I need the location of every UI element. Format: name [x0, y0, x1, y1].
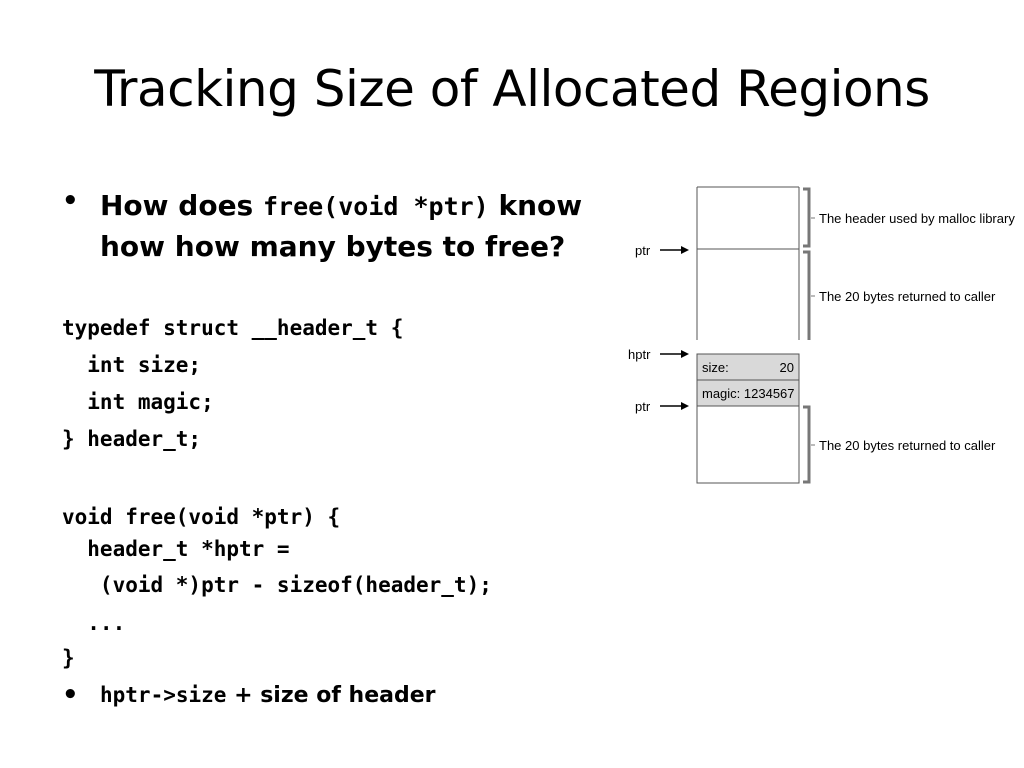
hptr-label: hptr: [628, 347, 651, 362]
top-memory-block: The header used by malloc library The 20…: [635, 186, 1015, 340]
user-data-region: [696, 405, 800, 484]
arrow-head-icon: [681, 402, 689, 410]
size-bullet-rest: + size of header: [226, 683, 436, 708]
size-bullet-code: hptr->size: [100, 683, 227, 707]
slide-title: Tracking Size of Allocated Regions: [94, 60, 930, 118]
code-line: }: [62, 646, 75, 670]
size-value: 20: [780, 360, 794, 375]
code-line: int magic;: [62, 390, 214, 414]
arrow-head-icon: [681, 246, 689, 254]
question-rest: know how how many bytes to free?: [100, 189, 583, 263]
code-line: typedef struct __header_t {: [62, 316, 404, 340]
bottom-memory-block: size: 20 magic: 1234567 The 20 bytes ret…: [628, 347, 996, 484]
magic-label: magic: 1234567: [702, 386, 795, 401]
question-bullet: • How does free(void *ptr) know how how …: [62, 186, 600, 267]
question-code: free(void *ptr): [262, 192, 489, 221]
code-line: (void *)ptr - sizeof(header_t);: [62, 573, 492, 597]
body-caption-top: The 20 bytes returned to caller: [819, 289, 996, 304]
magic-field: [696, 379, 800, 407]
size-label: size:: [702, 360, 729, 375]
code-line: int size;: [62, 353, 202, 377]
size-bullet: • hptr->size + size of header: [62, 680, 436, 711]
size-bullet-text: hptr->size + size of header: [100, 680, 436, 711]
header-caption: The header used by malloc library: [819, 211, 1015, 226]
header-brace-icon: [803, 187, 811, 248]
ptr-label-top: ptr: [635, 243, 651, 258]
code-line: ...: [62, 611, 126, 635]
ptr-label-bottom: ptr: [635, 399, 651, 414]
question-prefix: How does: [100, 189, 263, 222]
code-line: header_t *hptr =: [62, 537, 290, 561]
bullet-icon: •: [62, 680, 79, 710]
bullet-icon: •: [62, 186, 79, 216]
size-field: [696, 353, 800, 381]
arrow-head-icon: [681, 350, 689, 358]
question-text: How does free(void *ptr) know how how ma…: [100, 186, 600, 267]
body-caption-bottom: The 20 bytes returned to caller: [819, 438, 996, 453]
code-line: } header_t;: [62, 427, 202, 451]
code-line: void free(void *ptr) {: [62, 505, 341, 529]
body-brace-icon: [803, 405, 811, 484]
body-brace-icon: [803, 250, 811, 340]
